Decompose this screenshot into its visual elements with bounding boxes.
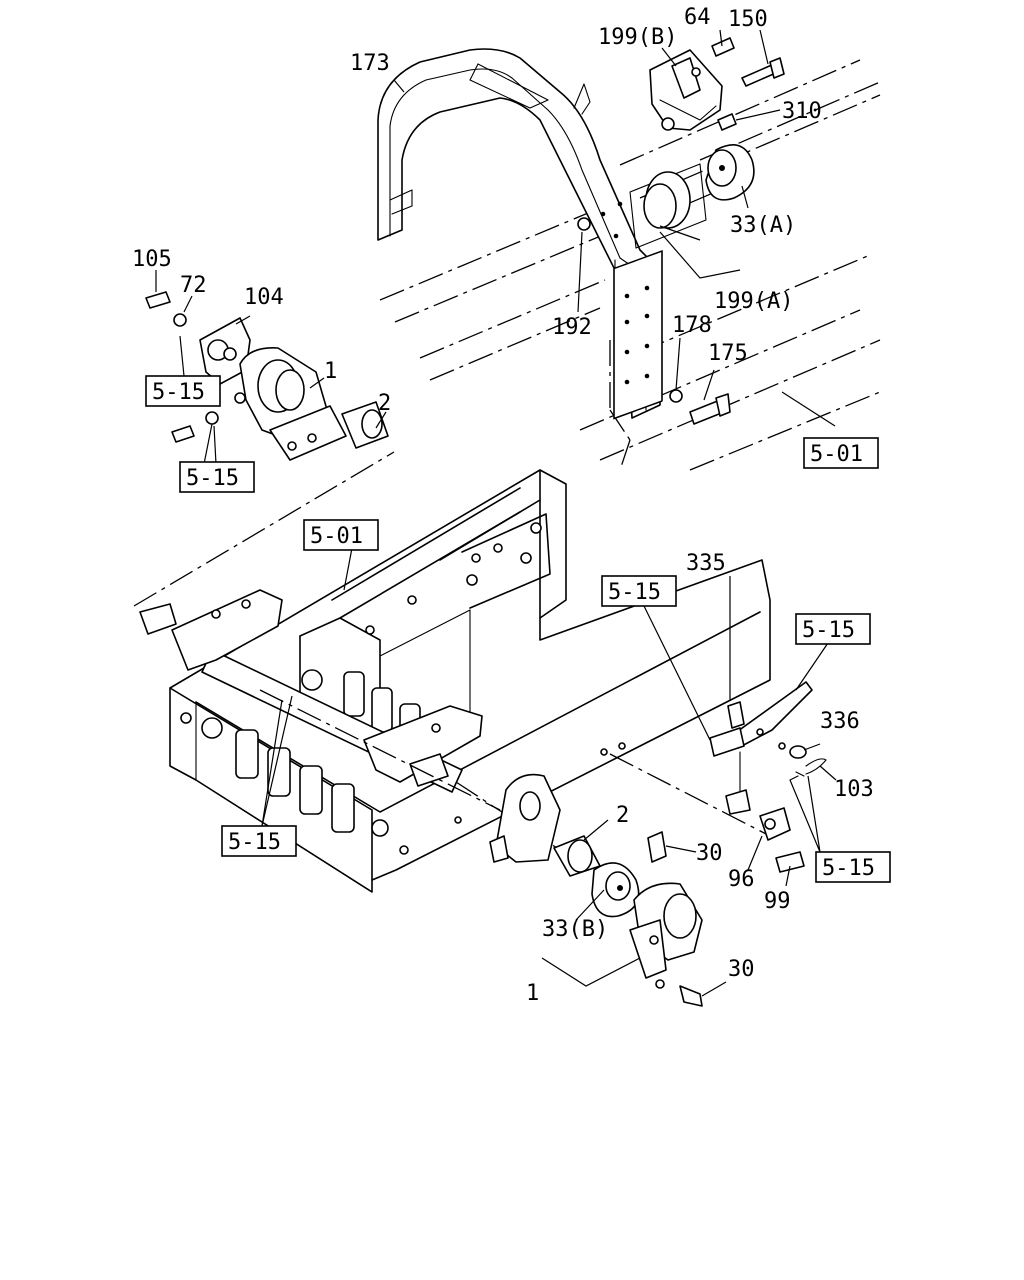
svg-text:5-15: 5-15 [802, 618, 855, 643]
svg-text:5-15: 5-15 [608, 580, 661, 605]
callout-199a: 199(A) [714, 289, 793, 314]
ref-5-01-a[interactable]: 5-01 [803, 437, 879, 469]
callout-192: 192 [552, 315, 592, 340]
callout-2-top: 2 [378, 391, 391, 416]
callout-33a: 33(A) [730, 213, 796, 238]
callout-105: 105 [132, 247, 172, 272]
callout-33b: 33(B) [542, 917, 608, 942]
ref-5-01-b[interactable]: 5-01 [303, 519, 379, 551]
ref-5-15-e[interactable]: 5-15 [221, 825, 297, 857]
svg-text:5-01: 5-01 [810, 442, 863, 467]
front-mount-104-assembly [145, 291, 389, 461]
callout-103: 103 [834, 777, 874, 802]
callout-1-top: 1 [324, 359, 337, 384]
callout-175: 175 [708, 341, 748, 366]
callout-173: 173 [350, 51, 390, 76]
ref-5-15-d[interactable]: 5-15 [795, 613, 871, 645]
leader-lines [155, 29, 837, 997]
bracket-199b-assembly [649, 37, 785, 131]
callout-335: 335 [686, 551, 726, 576]
callout-labels: 173 199(B) 64 150 310 33(A) 199(A) 192 1… [132, 5, 874, 1006]
mounting-holes [600, 201, 650, 385]
callout-72: 72 [180, 273, 207, 298]
callout-104: 104 [244, 285, 284, 310]
callout-150: 150 [728, 7, 768, 32]
cab-support-frame-173 [377, 48, 663, 420]
svg-text:5-15: 5-15 [822, 856, 875, 881]
rear-linkage [709, 681, 827, 873]
svg-text:5-15: 5-15 [186, 466, 239, 491]
ref-5-15-b[interactable]: 5-15 [179, 461, 255, 493]
callout-178: 178 [672, 313, 712, 338]
ref-5-15-f[interactable]: 5-15 [815, 851, 891, 883]
callout-2-bottom: 2 [616, 803, 629, 828]
svg-text:5-15: 5-15 [228, 830, 281, 855]
svg-text:5-01: 5-01 [310, 524, 363, 549]
svg-text:5-15: 5-15 [152, 380, 205, 405]
reference-labels: 5-15 5-15 5-01 5-01 5-15 5-15 5-15 5-15 [145, 375, 891, 883]
callout-1-bottom: 1 [526, 981, 539, 1006]
callout-336: 336 [820, 709, 860, 734]
callout-64: 64 [684, 5, 711, 30]
callout-30-upper: 30 [696, 841, 723, 866]
callout-30-lower: 30 [728, 957, 755, 982]
callout-99: 99 [764, 889, 791, 914]
ref-5-15-a[interactable]: 5-15 [145, 375, 221, 407]
callout-199b: 199(B) [598, 25, 677, 50]
cross-tube [139, 589, 483, 793]
callout-96: 96 [728, 867, 755, 892]
callout-310: 310 [782, 99, 822, 124]
ref-5-15-c[interactable]: 5-15 [601, 575, 677, 607]
rear-mount-assembly [489, 773, 703, 1007]
